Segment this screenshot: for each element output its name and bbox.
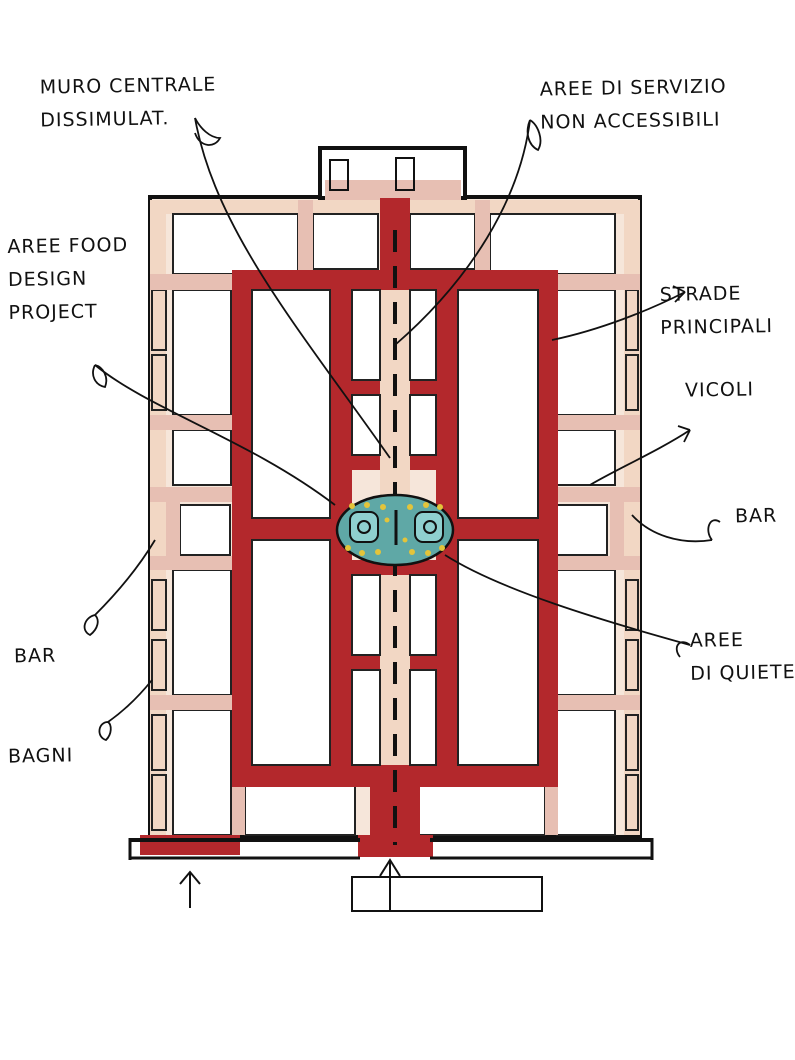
label-bagni: BAGNI: [7, 744, 74, 768]
central-strip: [380, 290, 410, 520]
perimeter-rooms: [172, 213, 616, 836]
label-vicoli: VICOLI: [684, 378, 755, 402]
label-aree-quiete: AREE DI QUIETE: [689, 628, 795, 685]
quiet-area: [335, 493, 455, 567]
main-blocks: [251, 289, 539, 766]
vicoli-alleys: [150, 200, 640, 835]
entrance-box: [351, 876, 543, 912]
label-aree-servizio: AREE DI SERVIZIO NON ACCESSIBILI: [539, 75, 727, 134]
annotation-leaders: [83, 117, 721, 742]
service-door-left: [329, 159, 349, 191]
label-bar-left: BAR: [13, 644, 57, 668]
label-muro-centrale: MURO CENTRALE DISSIMULAT.: [39, 73, 217, 132]
label-aree-food: AREE FOOD DESIGN PROJECT: [7, 233, 129, 325]
label-bar-right: BAR: [734, 504, 778, 528]
label-strade-principali: STRADE PRINCIPALI: [659, 282, 774, 339]
service-door-right: [395, 157, 415, 191]
